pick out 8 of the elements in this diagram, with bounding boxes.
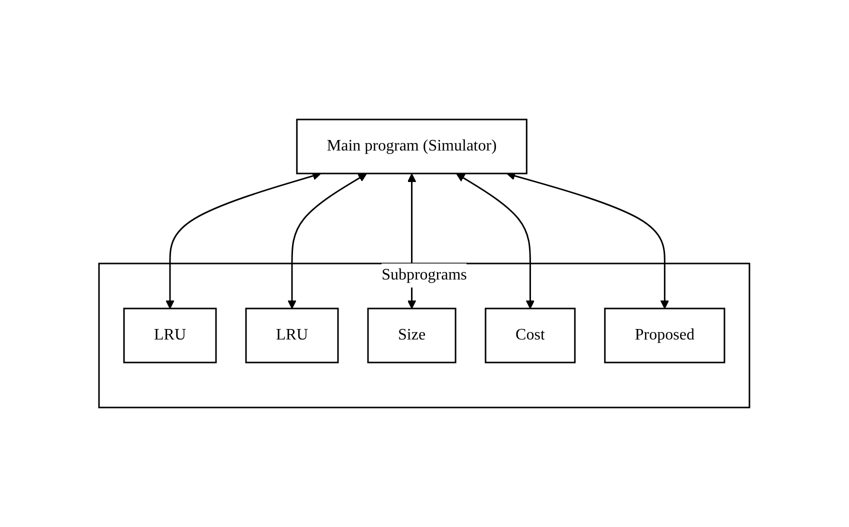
node-box: Cost [485,308,576,364]
arrow [456,173,535,309]
node-box: Proposed [604,308,726,364]
node-box: Size [368,308,457,364]
arrow [288,173,368,309]
node-box: LRU [246,308,340,364]
node-box: Main program (Simulator) [296,118,528,174]
node-box: LRU [124,308,218,364]
